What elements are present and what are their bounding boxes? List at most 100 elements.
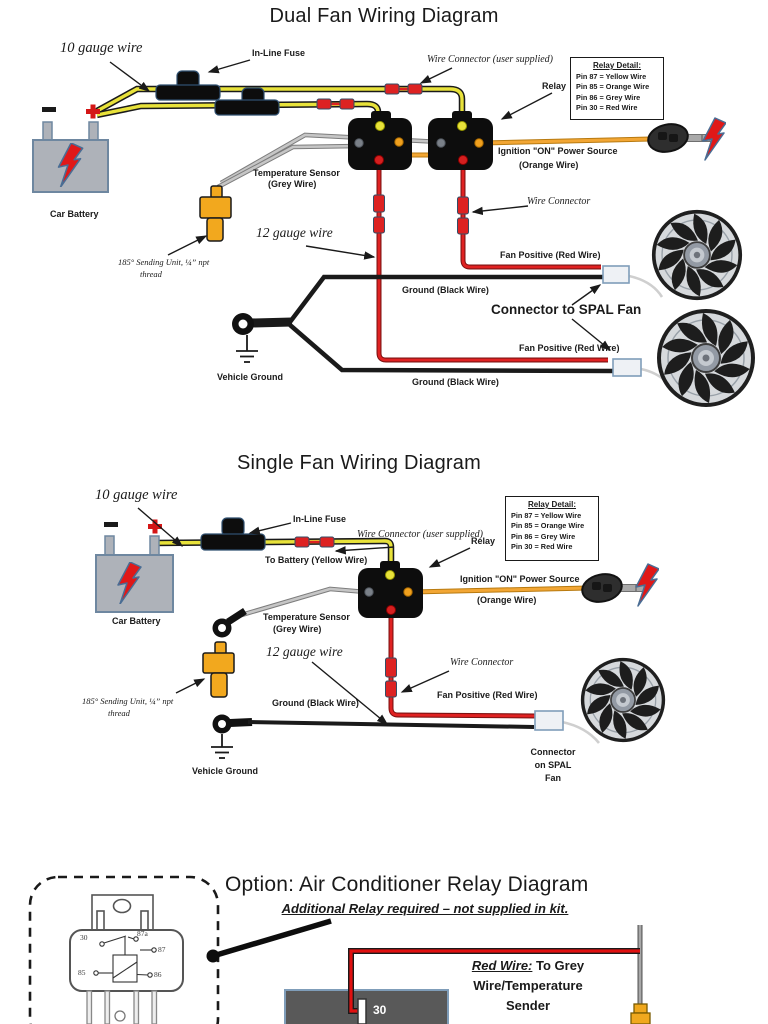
ac-pointer-arrow [206, 918, 332, 963]
single-temp-ring-terminal [212, 608, 247, 638]
dual-inline-fuse-1 [155, 70, 221, 101]
single-inline-fuse [200, 517, 266, 551]
single-wire-connector-user-label: Wire Connector (user supplied) [357, 529, 484, 540]
dual-fan1-connector [602, 265, 630, 284]
relay-detail-line: Pin 86 = Grey Wire [576, 92, 641, 102]
single-sending-unit-label-2: thread [108, 708, 130, 718]
ground-symbol-icon [236, 335, 258, 363]
ac-box-pin [357, 998, 367, 1024]
dual-relay-label: Relay [542, 81, 567, 91]
single-connector-spal-label-2: on SPAL [534, 760, 572, 770]
ac-relay-internals [93, 935, 157, 983]
single-ground-wire [211, 714, 535, 759]
single-fan-connector [534, 710, 564, 731]
ac-pin-85-label: 85 [78, 968, 86, 977]
dual-ignition-key-icon [644, 119, 711, 157]
relay-detail-title: Relay Detail: [592, 61, 642, 70]
relay-detail-line: Pin 85 = Orange Wire [511, 521, 585, 531]
ac-pin-30-label: 30 [80, 933, 88, 942]
ac-sender-connector [633, 1003, 648, 1014]
dual-inline-fuse-label: In-Line Fuse [252, 48, 306, 58]
ac-note-rest: To Grey [532, 958, 585, 973]
single-sending-unit [202, 641, 235, 698]
dual-relay-detail-box: Relay Detail: Pin 87 = Yellow Wire Pin 8… [570, 57, 664, 120]
ac-dashed-box [28, 875, 220, 1024]
single-relay [358, 561, 423, 618]
single-callout-arrows [137, 507, 471, 725]
dual-temp-sensor-label-2: (Grey Wire) [268, 179, 317, 189]
ac-pin-87a-label: 87a [137, 929, 148, 938]
ac-title: Option: Air Conditioner Relay Diagram [225, 873, 589, 896]
dual-key-bolt-icon [702, 117, 726, 161]
ac-box-pin-label: 30 [373, 1003, 387, 1017]
ac-subtitle: Additional Relay required – not supplied… [281, 901, 569, 916]
ac-note-lead: Red Wire: [471, 958, 533, 973]
ac-pin-87-label: 87 [158, 945, 166, 954]
single-temp-sensor-label-1: Temperature Sensor [263, 612, 350, 622]
single-vehicle-ground-label: Vehicle Ground [192, 766, 259, 776]
spal-fan-bottom [657, 309, 755, 407]
relay-detail-line: Pin 87 = Yellow Wire [511, 510, 582, 520]
dual-ignition-label-2: (Orange Wire) [519, 160, 579, 170]
dual-fan-diagram [32, 59, 755, 407]
dual-wire-connector-pair-1 [384, 83, 423, 95]
dual-12-gauge-label: 12 gauge wire [256, 225, 333, 240]
ac-red-wire [348, 948, 640, 1014]
single-wire-connector-label: Wire Connector [450, 657, 514, 668]
ac-relay-diagram [28, 875, 651, 1024]
single-fan-pigtail [561, 720, 601, 744]
dual-fan1-pigtail [628, 274, 664, 298]
single-connector-spal-label-1: Connector [530, 747, 576, 757]
ac-note-line-3: Sender [505, 998, 551, 1013]
single-car-battery [95, 519, 174, 613]
single-ignition-key-icon [578, 569, 645, 607]
relay-detail-line: Pin 87 = Yellow Wire [576, 71, 647, 81]
single-wire-connector-pair [294, 536, 335, 548]
dual-sending-unit-label-1: 185° Sending Unit, ¼” npt [118, 257, 210, 267]
dual-wire-connector-label: Wire Connector [527, 196, 591, 207]
single-car-battery-label: Car Battery [112, 616, 161, 626]
dual-ground-bottom-label: Ground (Black Wire) [412, 377, 499, 387]
single-10-gauge-label: 10 gauge wire [95, 487, 178, 503]
relay-detail-line: Pin 30 = Red Wire [576, 103, 638, 113]
dual-title: Dual Fan Wiring Diagram [269, 5, 499, 27]
single-fan-positive-label: Fan Positive (Red Wire) [437, 690, 538, 700]
single-relay-label: Relay [471, 536, 496, 546]
ac-pin-86-label: 86 [154, 970, 162, 979]
dual-fan-positive-bottom-label: Fan Positive (Red Wire) [519, 343, 620, 353]
relay-detail-line: Pin 30 = Red Wire [511, 542, 573, 552]
dual-wire-connector-user-label: Wire Connector (user supplied) [427, 54, 554, 65]
relay-detail-title: Relay Detail: [527, 500, 577, 509]
dual-red-wire-B [460, 164, 601, 270]
dual-sending-unit [199, 185, 232, 242]
dual-relay-2 [428, 111, 493, 170]
dual-ground-top-label: Ground (Black Wire) [402, 285, 489, 295]
single-fan-diagram [95, 507, 666, 759]
dual-ignition-label-1: Ignition "ON" Power Source [498, 146, 618, 156]
dual-inline-fuse-2 [214, 87, 280, 116]
dual-temp-sensor-label-1: Temperature Sensor [253, 168, 340, 178]
dual-10-gauge-label: 10 gauge wire [60, 40, 143, 56]
dual-ground-harness [232, 274, 617, 374]
single-ground-label: Ground (Black Wire) [272, 698, 359, 708]
single-sending-unit-label-1: 185° Sending Unit, ¼” npt [82, 696, 174, 706]
ac-note-line-1: Red Wire: To Grey [468, 959, 588, 973]
dual-car-battery-label: Car Battery [50, 209, 99, 219]
single-key-bolt-icon [635, 563, 659, 607]
dual-sending-unit-label-2: thread [140, 269, 162, 279]
single-inline-fuse-label: In-Line Fuse [293, 514, 347, 524]
single-ignition-label-2: (Orange Wire) [477, 595, 537, 605]
spal-fan-single [580, 657, 666, 743]
dual-fan-positive-top-label: Fan Positive (Red Wire) [500, 250, 601, 260]
dual-red-wire-A [376, 164, 608, 363]
ground-symbol-icon [211, 734, 233, 759]
dual-vehicle-ground-label: Vehicle Ground [217, 372, 284, 382]
dual-red-connectors [373, 194, 469, 235]
dual-fan2-connector [612, 358, 642, 377]
single-temp-sensor-label-2: (Grey Wire) [273, 624, 322, 634]
dual-car-battery [32, 104, 109, 193]
single-to-battery-label: To Battery (Yellow Wire) [265, 555, 368, 565]
ac-grey-wire [630, 925, 651, 1024]
